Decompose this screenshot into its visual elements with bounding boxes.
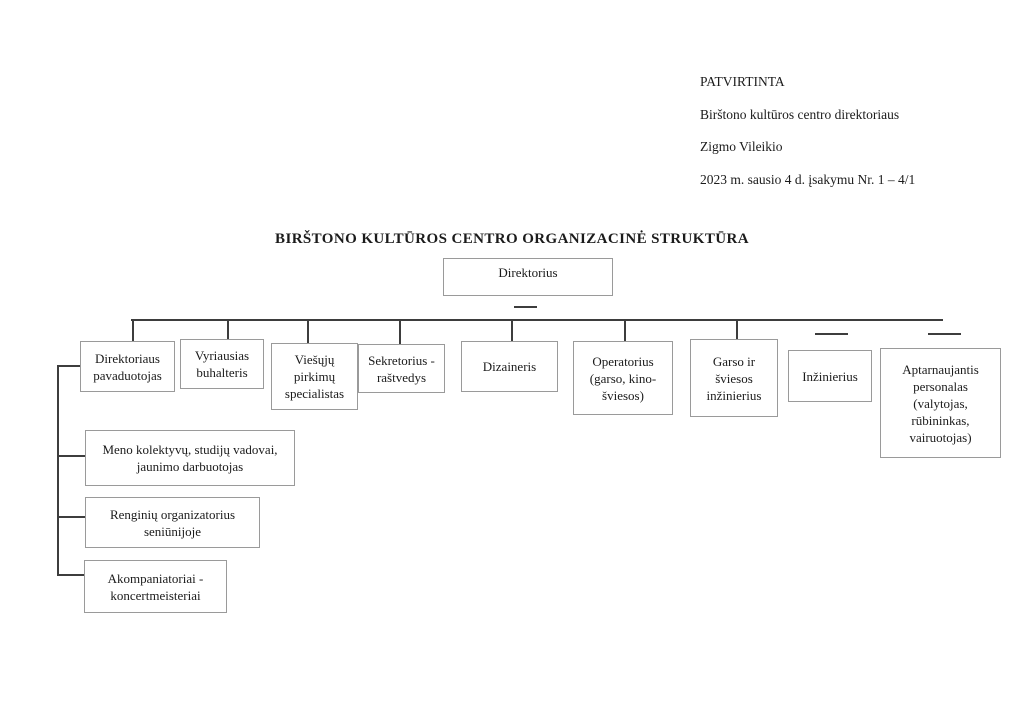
org-box-aptarnaujantis-personalas: Aptarnaujantis personalas (valytojas, rū… (880, 348, 1001, 458)
connector-branch-akompaniatoriai (57, 574, 85, 576)
connector-branch-meno (57, 455, 85, 457)
approval-line-2: Birštono kultūros centro direktoriaus (700, 106, 900, 122)
page-title: BIRŠTONO KULTŪROS CENTRO ORGANIZACINĖ ST… (275, 231, 749, 247)
org-box-inzinierius: Inžinierius (788, 350, 872, 402)
connector-branch-renginiu (57, 516, 85, 518)
org-box-garso-sviesos-inzinierius: Garso ir šviesos inžinierius (690, 339, 778, 417)
org-box-direktoriaus-pavaduotojas: Direktoriaus pavaduotojas (80, 341, 175, 392)
connector-pavaduotojas-stub (57, 365, 80, 367)
approval-block: PATVIRTINTA Birštono kultūros centro dir… (700, 66, 915, 196)
connector-drop-dizaineris (511, 319, 513, 341)
connector-dash-inzinierius (815, 333, 848, 335)
connector-drop-viesuju (307, 319, 309, 343)
org-box-akompaniatoriai: Akompaniatoriai - koncertmeisteriai (84, 560, 227, 613)
org-box-sekretorius-rastvedys: Sekretorius -raštvedys (358, 344, 445, 393)
approval-line-3: Zigmo Vileikio (700, 139, 783, 154)
connector-drop-operatorius (624, 319, 626, 341)
org-box-operatorius: Operatorius (garso, kino- šviesos) (573, 341, 673, 415)
org-box-dizaineris: Dizaineris (461, 341, 558, 392)
connector-main-horizontal (131, 319, 943, 321)
connector-drop-sekretorius (399, 319, 401, 344)
connector-dash-under-root (514, 306, 537, 308)
connector-dash-aptarnaujantis (928, 333, 961, 335)
connector-drop-buhalteris (227, 319, 229, 339)
org-box-viesuju-pirkimu-specialistas: Viešųjų pirkimų specialistas (271, 343, 358, 410)
org-box-vyriausias-buhalteris: Vyriausias buhalteris (180, 339, 264, 389)
connector-pavaduotojas-vertical (57, 365, 59, 576)
approval-line-1: PATVIRTINTA (700, 74, 785, 89)
org-box-direktorius: Direktorius (443, 258, 613, 296)
approval-line-4: 2023 m. sausio 4 d. įsakymu Nr. 1 – 4/1 (700, 171, 916, 187)
org-box-meno-kolektyvu: Meno kolektyvų, studijų vadovai, jaunimo… (85, 430, 295, 486)
connector-drop-pavaduotojas (132, 319, 134, 341)
org-box-renginiu-organizatorius: Renginių organizatorius seniūnijoje (85, 497, 260, 548)
connector-drop-garso (736, 319, 738, 339)
